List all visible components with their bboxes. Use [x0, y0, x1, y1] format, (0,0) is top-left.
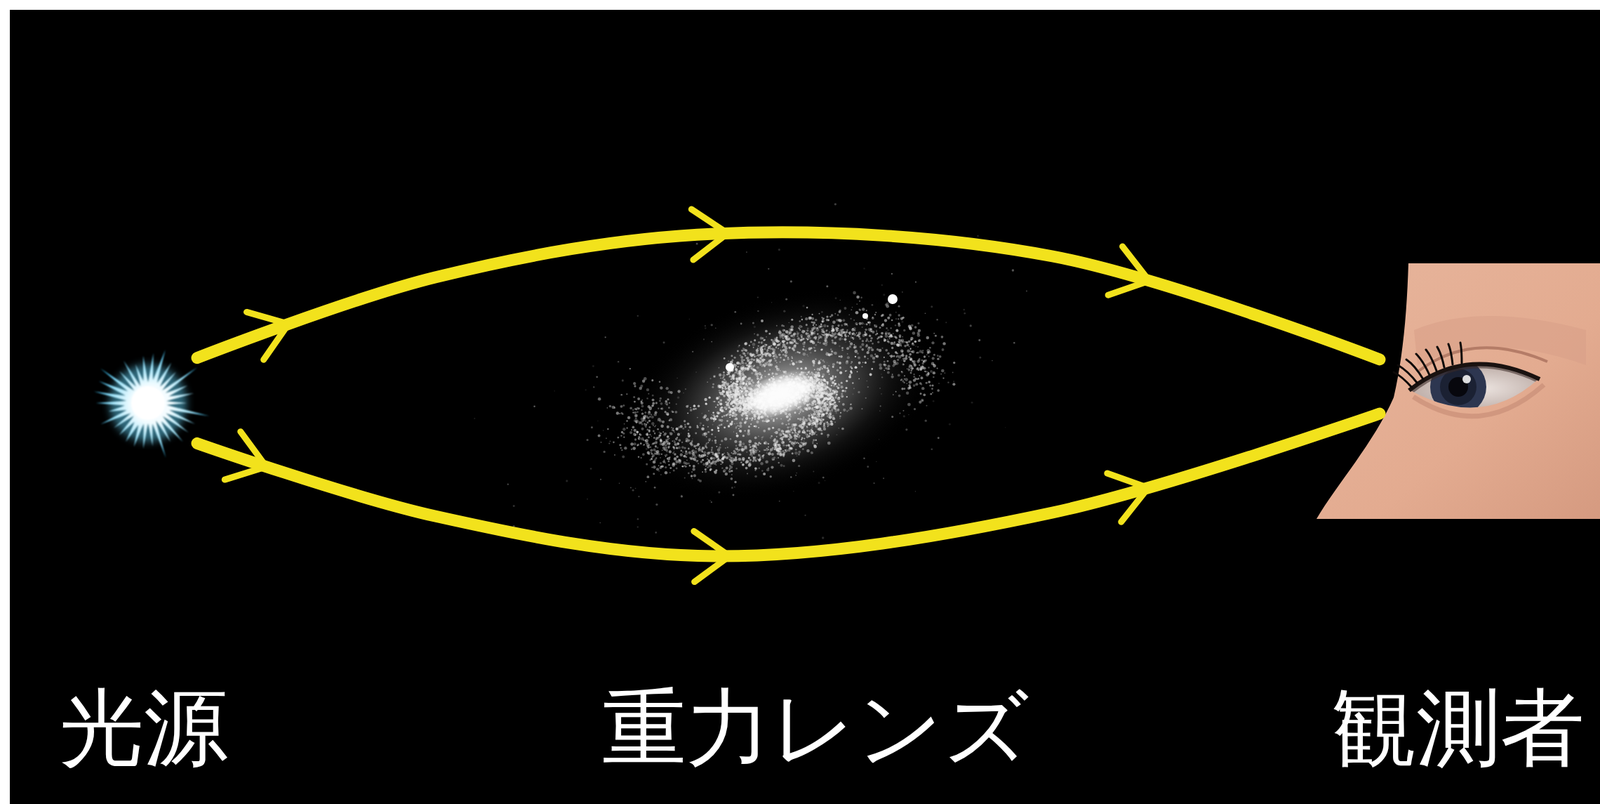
gravitational-lens-node: 重力レンズ — [569, 291, 1062, 783]
arrow-chevron — [1107, 472, 1149, 522]
eye-photo — [1316, 263, 1600, 519]
arrow-chevron — [694, 530, 730, 582]
node-label: 重力レンズ — [569, 677, 1062, 779]
node-label: 観測者 — [1316, 677, 1600, 779]
arrow-chevron — [691, 209, 728, 260]
background — [9, 9, 1600, 804]
light-ray-path — [197, 232, 1380, 360]
light-source-node: 光源 — [38, 353, 250, 775]
arrow-chevron — [224, 431, 266, 480]
node-anchor — [1379, 263, 1600, 519]
observer-node: 観測者 — [1316, 263, 1600, 783]
node-anchor — [610, 291, 955, 495]
light-ray-path — [197, 413, 1380, 556]
node-label: 光源 — [38, 677, 250, 779]
arrow-chevron — [1108, 246, 1150, 295]
node-anchor — [98, 353, 198, 452]
arrow-chevron — [246, 311, 289, 360]
light-ray — [197, 209, 1380, 360]
light-ray — [197, 413, 1380, 582]
